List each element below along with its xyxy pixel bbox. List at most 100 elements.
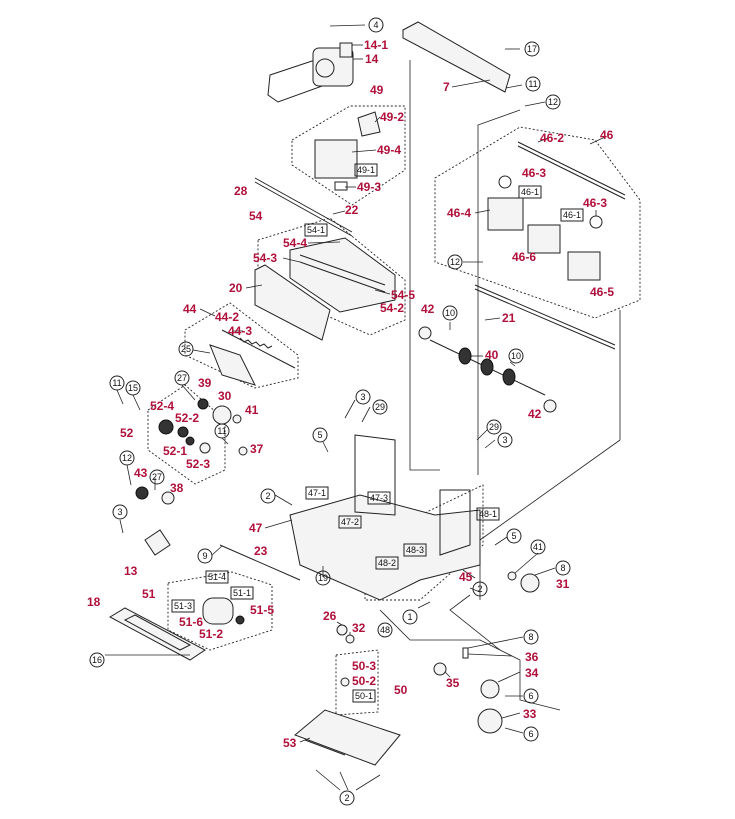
callout-circle: 2 bbox=[339, 790, 355, 806]
part-label: 44-2 bbox=[215, 310, 239, 324]
callout-number: 11 bbox=[112, 378, 121, 388]
callout-box-number: 50-1 bbox=[355, 691, 373, 701]
leader-2b bbox=[469, 587, 481, 593]
part-46-2b bbox=[517, 145, 626, 200]
callout-number: 6 bbox=[528, 691, 533, 701]
part-label: 50-3 bbox=[352, 659, 376, 673]
part-label: 22 bbox=[345, 203, 359, 217]
leader-47 bbox=[264, 519, 293, 529]
callout-circle: 12 bbox=[447, 254, 463, 270]
leader-12a bbox=[524, 101, 546, 107]
callout-circle: 10 bbox=[442, 305, 458, 321]
part-label: 18 bbox=[87, 595, 101, 609]
part-51-2 bbox=[202, 597, 234, 625]
leader-9 bbox=[211, 545, 223, 556]
callout-box-number: 49-1 bbox=[357, 165, 375, 175]
part-label: 23 bbox=[254, 544, 268, 558]
callout-number: 41 bbox=[533, 542, 543, 552]
callout-box: 47-2 bbox=[338, 515, 362, 529]
callout-number: 25 bbox=[181, 344, 191, 354]
part-49-body bbox=[314, 139, 358, 179]
callout-number: 2 bbox=[477, 584, 482, 594]
callout-number: 8 bbox=[560, 563, 565, 573]
callout-circle: 10 bbox=[508, 348, 524, 364]
part-label: 33 bbox=[523, 707, 537, 721]
callout-circle: 5 bbox=[312, 427, 328, 443]
callout-circle: 1 bbox=[402, 609, 418, 625]
part-label: 54-4 bbox=[283, 236, 307, 250]
part-label: 32 bbox=[352, 621, 366, 635]
leader-20 bbox=[245, 284, 263, 289]
leader-34 bbox=[497, 671, 521, 683]
leader-12c bbox=[126, 464, 132, 486]
leader-1 bbox=[417, 601, 431, 609]
leader-6b bbox=[504, 727, 524, 734]
part-34 bbox=[480, 679, 500, 699]
leader-11b bbox=[116, 389, 124, 405]
callout-circle: 9 bbox=[197, 548, 213, 564]
callout-box: 46-1 bbox=[560, 208, 584, 222]
callout-number: 16 bbox=[92, 655, 102, 665]
part-18 bbox=[108, 607, 206, 661]
part-label: 7 bbox=[443, 80, 450, 94]
part-40-roller-3 bbox=[502, 368, 516, 386]
part-21-shaft bbox=[474, 284, 616, 346]
leader-26 bbox=[336, 621, 343, 626]
callout-circle: 29 bbox=[372, 399, 388, 415]
leader-46-4 bbox=[474, 209, 491, 214]
leader-4 bbox=[329, 24, 366, 27]
callout-box-number: 51-4 bbox=[208, 572, 226, 582]
callout-circle: 8 bbox=[523, 629, 539, 645]
part-54-rail bbox=[299, 261, 386, 293]
callout-number: 3 bbox=[117, 507, 122, 517]
part-label: 41 bbox=[245, 403, 259, 417]
callout-number: 5 bbox=[511, 531, 516, 541]
part-label: 30 bbox=[218, 389, 232, 403]
callout-box: 51-4 bbox=[205, 570, 229, 584]
part-label: 43 bbox=[134, 466, 148, 480]
leader-35 bbox=[444, 671, 451, 678]
parts-drawing bbox=[108, 21, 626, 766]
part-25 bbox=[209, 344, 256, 386]
part-label: 46-3 bbox=[522, 166, 546, 180]
leader-8a bbox=[534, 567, 556, 576]
callout-box-number: 54-1 bbox=[307, 225, 325, 235]
part-36 bbox=[462, 647, 469, 659]
callout-number: 11 bbox=[528, 79, 537, 89]
part-labels: 14-1 14 7 49 49-2 49-4 49-3 28 46 46-2 4… bbox=[87, 38, 614, 750]
cable-route-a bbox=[409, 60, 440, 471]
part-label: 52 bbox=[120, 426, 134, 440]
part-label: 52-3 bbox=[186, 457, 210, 471]
callout-circle: 16 bbox=[89, 652, 105, 668]
part-46-3b bbox=[589, 215, 603, 229]
leader-2c-1 bbox=[315, 769, 341, 791]
part-37 bbox=[238, 446, 248, 456]
cable-14 bbox=[267, 59, 326, 103]
callout-box-number: 46-1 bbox=[563, 210, 581, 220]
part-label: 49-4 bbox=[377, 143, 401, 157]
part-42a bbox=[418, 326, 432, 340]
callout-number: 27 bbox=[177, 373, 187, 383]
part-label: 39 bbox=[198, 376, 212, 390]
callout-circle: 27 bbox=[174, 370, 190, 386]
callout-box-number: 51-1 bbox=[233, 588, 251, 598]
part-43 bbox=[135, 486, 149, 500]
callout-circle: 12 bbox=[119, 450, 135, 466]
part-label: 49-3 bbox=[357, 180, 381, 194]
callout-circle: 3 bbox=[355, 389, 371, 405]
group-46-outline bbox=[434, 126, 641, 319]
part-label: 51-6 bbox=[179, 615, 203, 629]
part-label: 26 bbox=[323, 609, 337, 623]
part-label: 40 bbox=[485, 348, 499, 362]
callout-number: 3 bbox=[360, 392, 365, 402]
leader-5b bbox=[494, 536, 508, 546]
part-47-side bbox=[354, 434, 396, 516]
part-label: 20 bbox=[229, 281, 243, 295]
part-label: 28 bbox=[234, 184, 248, 198]
part-21-shaft-b bbox=[474, 288, 616, 350]
callout-circle: 3 bbox=[112, 504, 128, 520]
callout-box: 54-1 bbox=[304, 223, 328, 237]
part-14-1 bbox=[339, 42, 353, 58]
leader-11a bbox=[505, 84, 523, 89]
